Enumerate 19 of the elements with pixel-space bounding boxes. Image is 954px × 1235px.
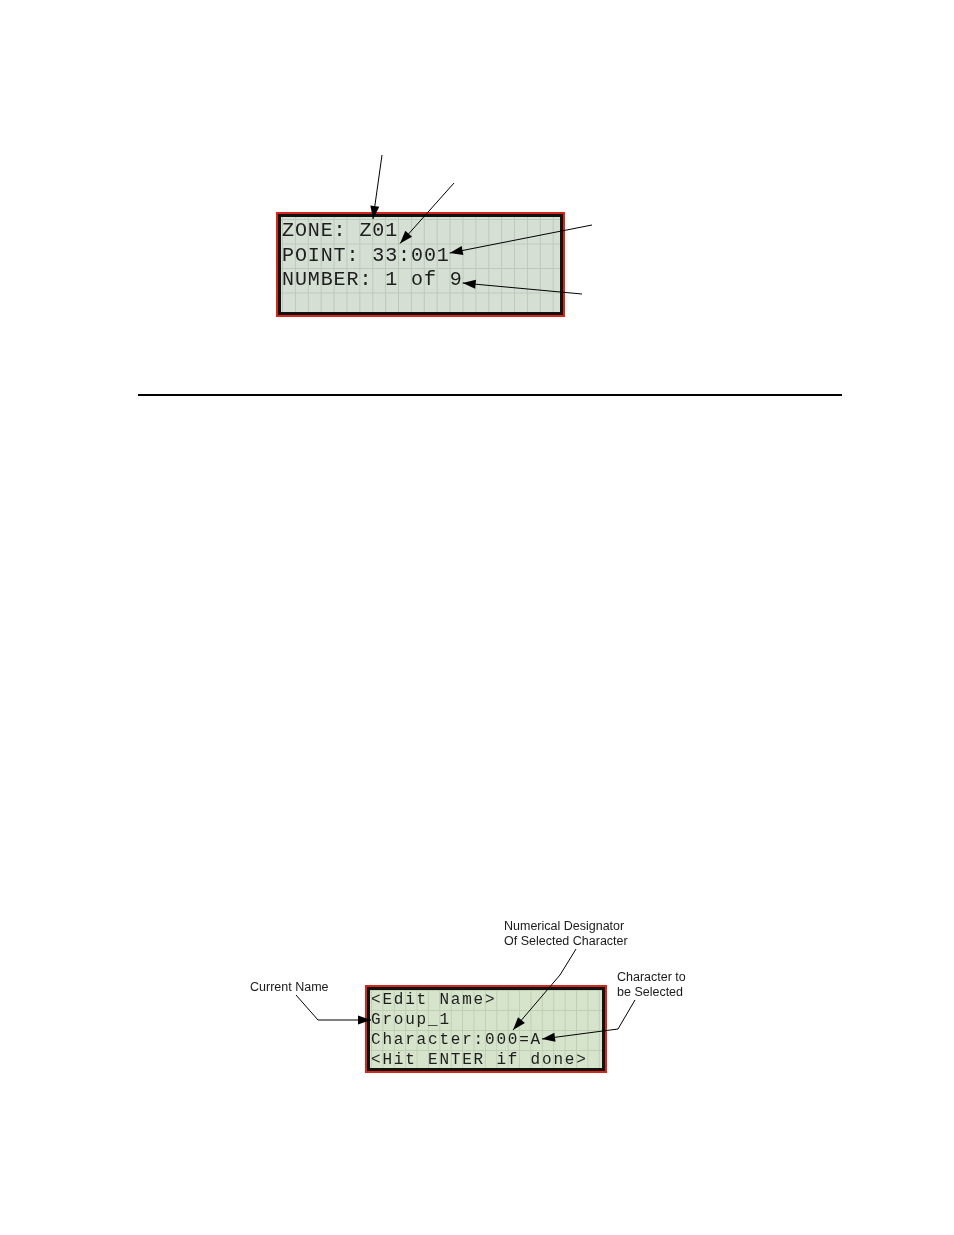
- arrow: [295, 994, 372, 1025]
- screen-text: Group_1: [371, 1010, 451, 1030]
- screen-text: <Hit ENTER if done>: [371, 1050, 588, 1070]
- callout-label: Current Name: [250, 980, 329, 995]
- screen-text: Character:000=A: [371, 1030, 543, 1050]
- arrow: [541, 999, 636, 1042]
- lcd-screen: [365, 985, 607, 1073]
- screen-text: <Edit Name>: [371, 990, 497, 1010]
- lcd-screen: [276, 212, 565, 317]
- arrow: [370, 154, 383, 220]
- screen-text: NUMBER: 1 of 9: [282, 268, 463, 293]
- callout-label: Numerical Designator Of Selected Character: [504, 919, 638, 949]
- arrow: [512, 948, 577, 1031]
- arrow: [462, 279, 583, 295]
- arrow: [449, 224, 593, 255]
- screen-text: ZONE: Z01: [282, 219, 399, 244]
- arrow: [399, 182, 455, 244]
- screen-text: POINT: 33:001: [282, 243, 450, 268]
- callout-label: Character to be Selected: [617, 970, 697, 1000]
